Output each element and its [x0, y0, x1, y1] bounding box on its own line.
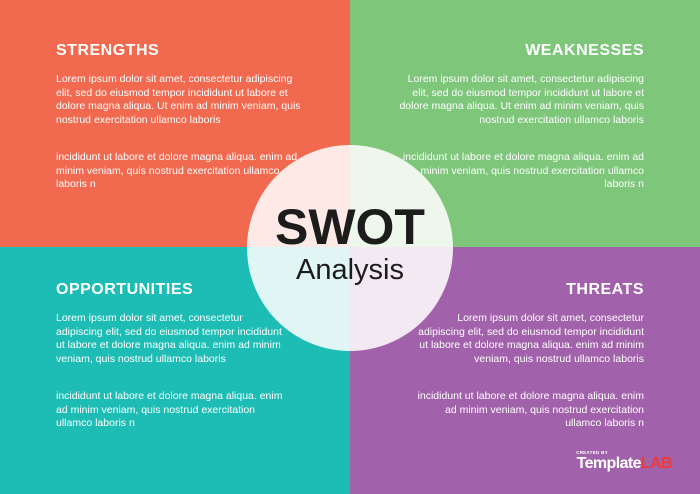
- brand-logo: CREATED BY TemplateLAB: [552, 450, 673, 478]
- opportunities-paragraph-1: Lorem ipsum dolor sit amet, consectetur …: [56, 312, 282, 365]
- weaknesses-paragraph-2: incididunt ut labore et dolore magna ali…: [402, 151, 644, 191]
- analysis-subtitle: Analysis: [296, 254, 404, 286]
- strengths-title: STRENGTHS: [56, 42, 160, 59]
- swot-title: SWOT: [275, 199, 425, 255]
- threats-title: THREATS: [566, 281, 644, 298]
- center-circle: SWOT Analysis: [247, 145, 453, 351]
- weaknesses-paragraph-1: Lorem ipsum dolor sit amet, consectetur …: [399, 73, 644, 126]
- strengths-paragraph-1: Lorem ipsum dolor sit amet, consectetur …: [56, 73, 301, 126]
- weaknesses-quadrant: WEAKNESSES Lorem ipsum dolor sit amet, c…: [350, 0, 700, 247]
- brand-name-part-1: Template: [576, 455, 642, 472]
- brand-name-part-2: LAB: [640, 455, 673, 472]
- strengths-paragraph-2: incididunt ut labore et dolore magna ali…: [56, 151, 298, 191]
- strengths-quadrant: STRENGTHS Lorem ipsum dolor sit amet, co…: [0, 0, 350, 247]
- threats-paragraph-2: incididunt ut labore et dolore magna ali…: [417, 390, 644, 430]
- brand-wordmark: TemplateLAB: [576, 455, 673, 473]
- opportunities-paragraph-2: incididunt ut labore et dolore magna ali…: [56, 390, 283, 430]
- opportunities-title: OPPORTUNITIES: [56, 281, 194, 298]
- weaknesses-title: WEAKNESSES: [525, 42, 644, 59]
- threats-paragraph-1: Lorem ipsum dolor sit amet, consectetur …: [418, 312, 644, 365]
- brand-created-by: CREATED BY: [576, 450, 608, 455]
